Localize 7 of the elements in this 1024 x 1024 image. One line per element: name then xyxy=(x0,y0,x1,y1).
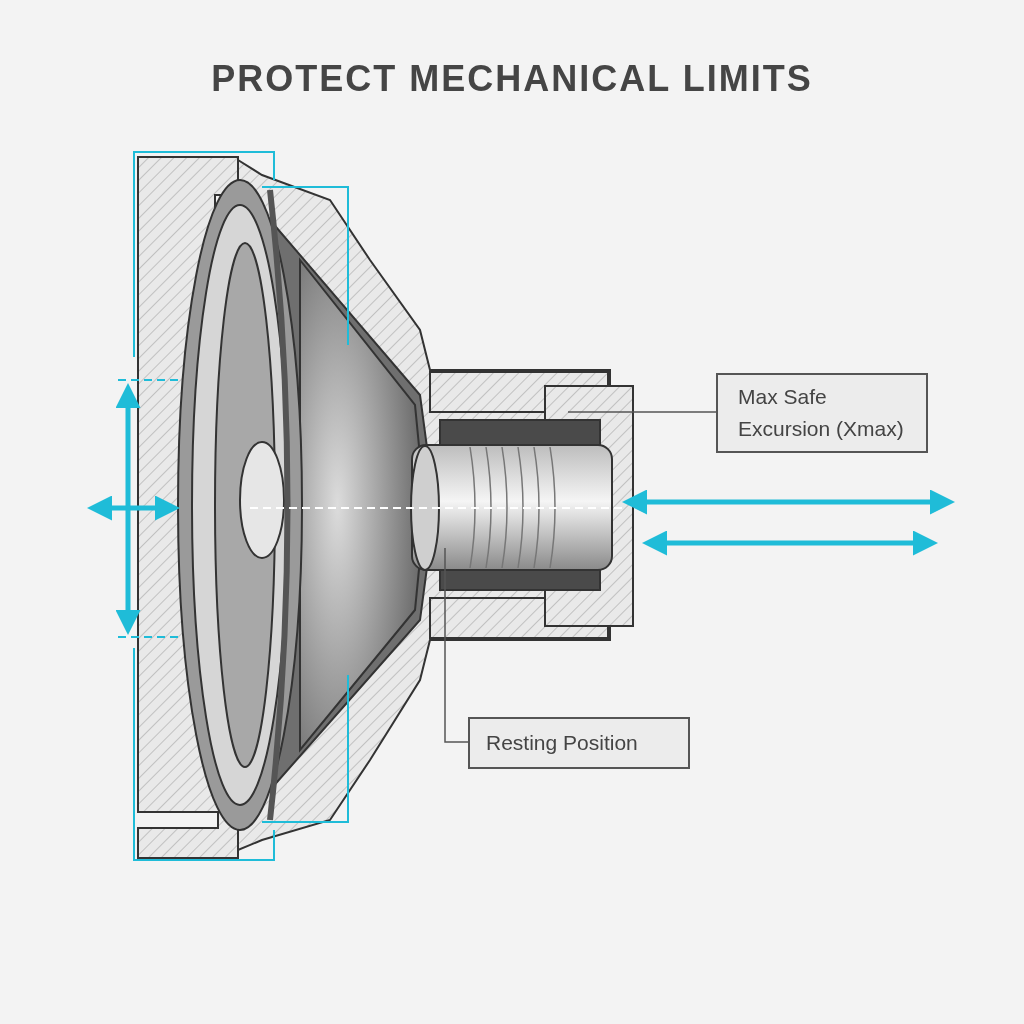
title: PROTECT MECHANICAL LIMITS xyxy=(210,57,814,101)
callout-text: Max Safe Excursion (Xmax) xyxy=(738,384,905,442)
callout-box xyxy=(716,373,928,453)
callout-text: Resting Position xyxy=(486,730,639,756)
leader-line xyxy=(444,547,469,743)
callout-box xyxy=(468,717,690,769)
leader-line xyxy=(567,411,717,413)
